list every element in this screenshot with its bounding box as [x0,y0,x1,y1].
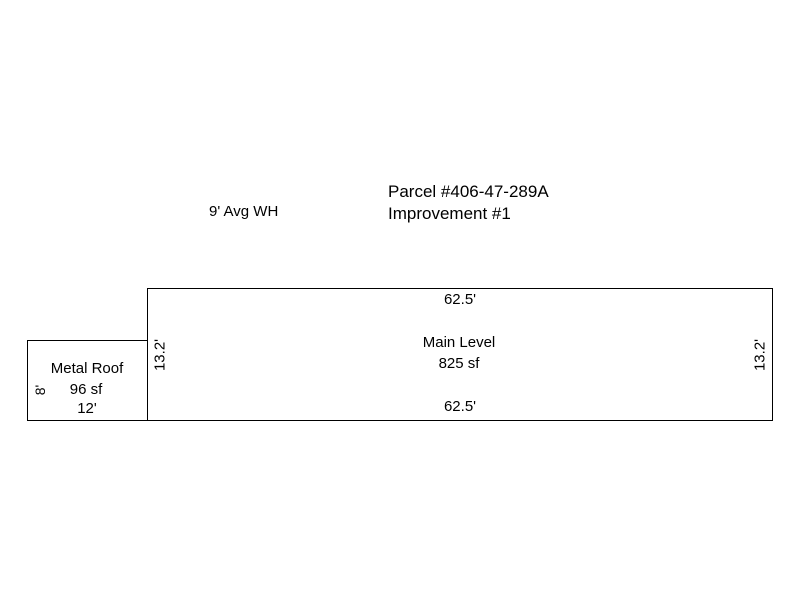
wall-height-note: 9' Avg WH [209,203,279,220]
main-level-dim-left: 13.2' [151,338,169,372]
main-level-name: Main Level [422,334,496,351]
main-level-dim-right: 13.2' [751,338,769,372]
metal-roof-dim-bottom: 12' [77,400,97,417]
metal-roof-name: Metal Roof [50,360,124,377]
improvement-label: Improvement #1 [388,204,511,223]
main-level-dim-top: 62.5' [443,291,477,308]
metal-roof-dim-left: 8' [32,384,48,396]
main-level-area: 825 sf [438,355,480,372]
parcel-number: Parcel #406-47-289A [388,182,549,201]
main-level-dim-bottom: 62.5' [443,398,477,415]
parcel-header: Parcel #406-47-289A Improvement #1 [388,181,549,225]
metal-roof-outline [27,340,148,421]
metal-roof-area: 96 sf [69,381,103,398]
